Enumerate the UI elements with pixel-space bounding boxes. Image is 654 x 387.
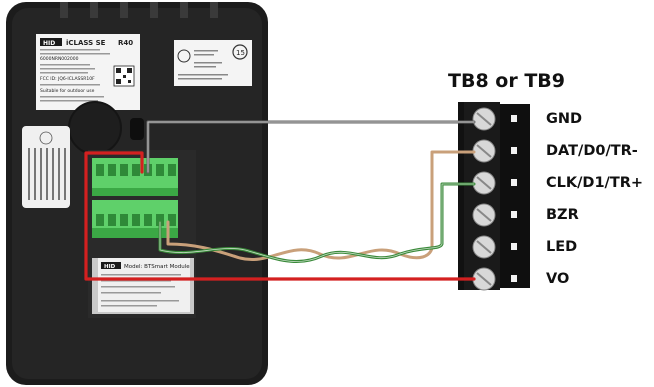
speaker-grille [68,101,122,155]
top-green-connector [92,158,178,196]
reader-fcc-text: FCC ID: JQ6-ICLASSR10F [40,76,95,82]
hid-logo-text: HID [43,40,55,47]
terminal-label-data: DAT/D0/TR- [546,143,638,159]
module-hid-logo [101,262,121,269]
terminal-label-gnd: GND [546,111,583,127]
terminal-holes [511,115,517,282]
terminal-block [458,102,530,290]
reader-model-text: iCLASS SE [66,39,106,47]
svg-text:15: 15 [236,49,245,57]
ul-mark-icon [177,49,191,63]
qr-code [113,65,135,87]
reader-outdoor-text: Suitable for outdoor use [40,88,95,94]
terminal-block-body [462,102,500,290]
bottom-green-connector [92,200,178,238]
hid-logo [40,38,62,46]
reader-variant-text: R40 [118,39,133,47]
terminal-block-title: TB8 or TB9 [448,70,565,92]
terminal-block-side [500,104,530,288]
module-model-text: Model: BTSmart Module [124,264,190,270]
text-lines [40,49,110,102]
terminal-label-clock: CLK/D1/TR+ [546,175,644,191]
reader-part-text: 6000NRN002000 [40,56,79,62]
terminal-screws [472,107,496,291]
rohs-icon [232,44,248,60]
reader-top-slots [60,2,218,18]
module-brand-text: HID [104,264,116,270]
tamper-switch [130,118,144,140]
terminal-label-vo: VO [546,271,570,287]
data-wire [166,150,476,261]
terminal-label-bzr: BZR [546,207,579,223]
terminal-label-led: LED [546,239,578,255]
vo-wire [84,151,476,281]
